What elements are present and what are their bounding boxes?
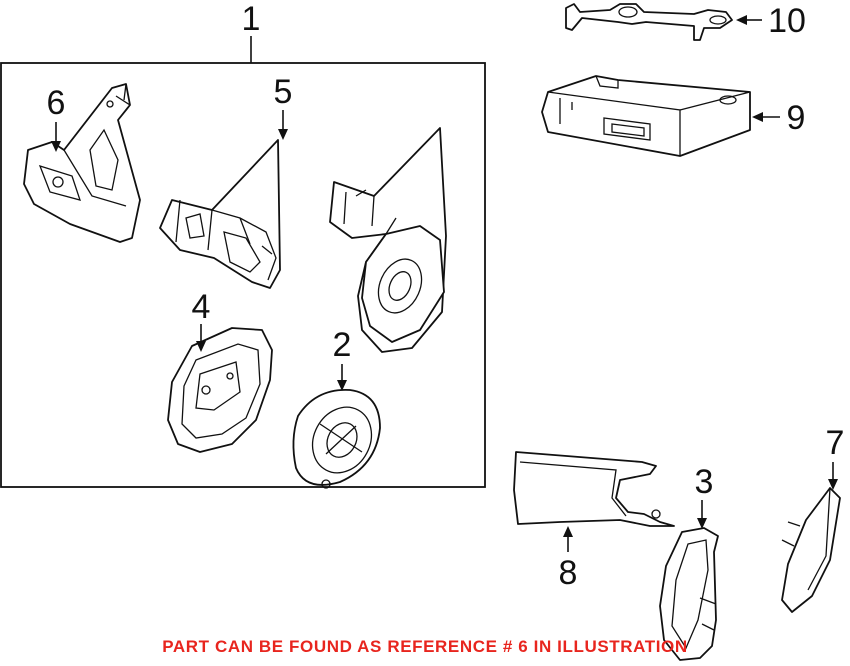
mirror-glass-icon[interactable]: [781, 487, 841, 613]
leader-lines: [51, 15, 838, 552]
mirror-housing-icon[interactable]: [159, 139, 281, 289]
callout-8: 8: [559, 554, 578, 592]
mirror-cap-icon[interactable]: [659, 527, 719, 661]
power-motor-icon[interactable]: [292, 389, 382, 489]
callout-1: 1: [242, 0, 261, 38]
callout-7: 7: [826, 424, 845, 462]
callout-3: 3: [695, 463, 714, 501]
mirror-frame-icon[interactable]: [167, 327, 273, 453]
callout-10: 10: [768, 2, 806, 40]
mirror-assembly-icon[interactable]: [329, 127, 447, 353]
reference-note: PART CAN BE FOUND AS REFERENCE # 6 IN IL…: [162, 637, 688, 656]
wire-bracket-icon[interactable]: [565, 3, 733, 41]
callout-4: 4: [192, 288, 211, 326]
callout-9: 9: [787, 99, 806, 137]
callout-6: 6: [47, 84, 66, 122]
callout-2: 2: [333, 326, 352, 364]
mirror-cover-icon[interactable]: [513, 451, 675, 527]
assembly-box: [0, 62, 486, 488]
control-module-icon[interactable]: [541, 75, 751, 157]
mirror-bracket-icon[interactable]: [23, 83, 141, 243]
callout-5: 5: [274, 73, 293, 111]
